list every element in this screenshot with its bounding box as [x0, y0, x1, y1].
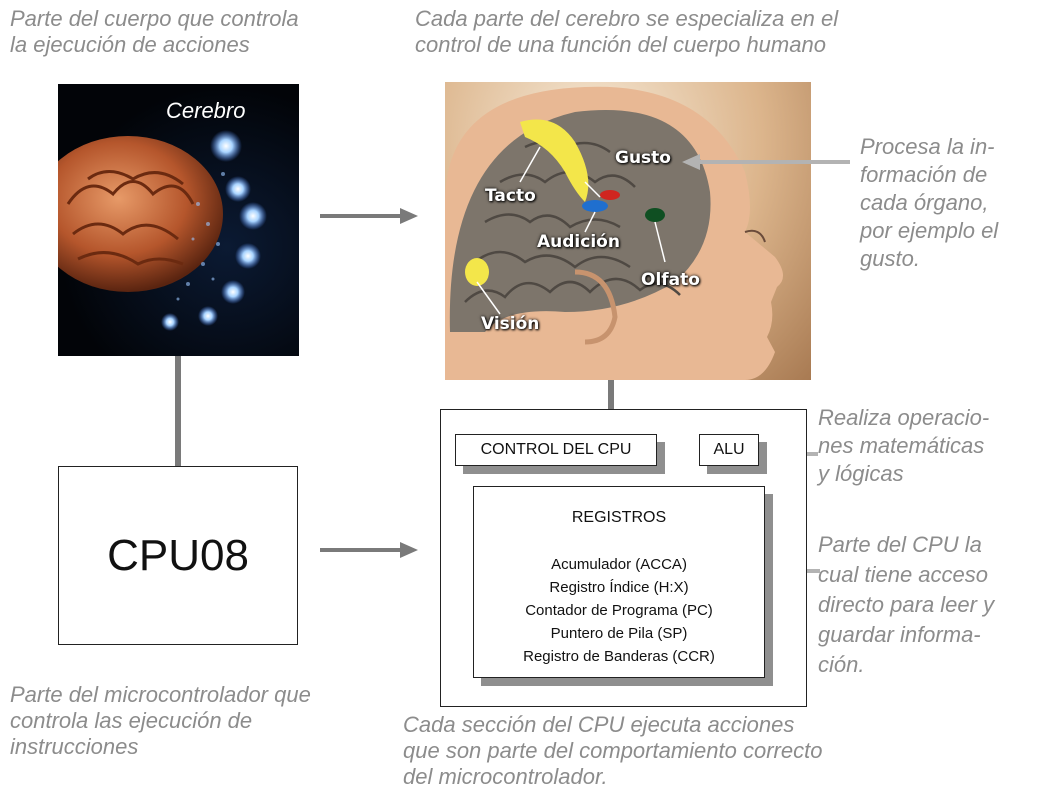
caption-body-control: Parte del cuerpo que controla la ejecuci… [10, 6, 299, 57]
arrow-brain-to-head [320, 208, 418, 224]
cpu-control-label: CONTROL DEL CPU [480, 441, 632, 458]
caption-cpu-description: Parte del microcontrolador que controla … [10, 682, 311, 759]
alu-label: ALU [713, 441, 745, 458]
register-item: Registro de Banderas (CCR) [523, 648, 715, 665]
cpu08-label: CPU08 [107, 530, 249, 580]
region-label-audicion: Audición [537, 232, 620, 252]
caption-cpu-sections: Cada sección del CPU ejecuta acciones qu… [403, 712, 823, 789]
alu-box: ALU [699, 434, 759, 466]
caption-brain-specialization: Cada parte del cerebro se especializa en… [415, 6, 839, 57]
region-label-vision: Visión [481, 314, 540, 334]
connector-head-to-cpu [608, 380, 614, 410]
region-label-tacto: Tacto [485, 186, 536, 206]
caption-alu-description: Realiza operacio- nes matemáticas y lógi… [818, 405, 990, 486]
region-label-olfato: Olfato [641, 270, 700, 290]
arrow-taste-pointer [682, 154, 850, 170]
brain-label: Cerebro [166, 98, 246, 123]
registers-box: REGISTROS Acumulador (ACCA) Registro Índ… [473, 486, 765, 678]
head-illustration [445, 86, 784, 380]
caption-registers-description: Parte del CPU la cual tiene acceso direc… [818, 532, 995, 677]
cpu-diagram: CONTROL DEL CPU ALU REGISTROS Acumulador… [440, 409, 807, 707]
registers-title: REGISTROS [571, 509, 667, 526]
register-item: Contador de Programa (PC) [525, 602, 713, 619]
region-label-gusto: Gusto [615, 148, 671, 168]
register-item: Acumulador (ACCA) [551, 556, 687, 573]
cpu-control-box: CONTROL DEL CPU [455, 434, 657, 466]
arrow-cpu-to-diagram [320, 542, 418, 558]
connector-brain-to-cpu [175, 356, 181, 466]
brain-illustration [58, 130, 267, 331]
cpu08-box: CPU08 [58, 466, 298, 645]
caption-taste-processing: Procesa la in- formación de cada órgano,… [860, 134, 999, 271]
register-item: Puntero de Pila (SP) [550, 625, 688, 642]
register-item: Registro Índice (H:X) [549, 579, 689, 596]
head-image: Tacto Gusto Audición Olfato Visión [445, 82, 811, 380]
brain-image: Cerebro [58, 84, 299, 356]
registers-list: Acumulador (ACCA) Registro Índice (H:X) … [474, 553, 764, 668]
